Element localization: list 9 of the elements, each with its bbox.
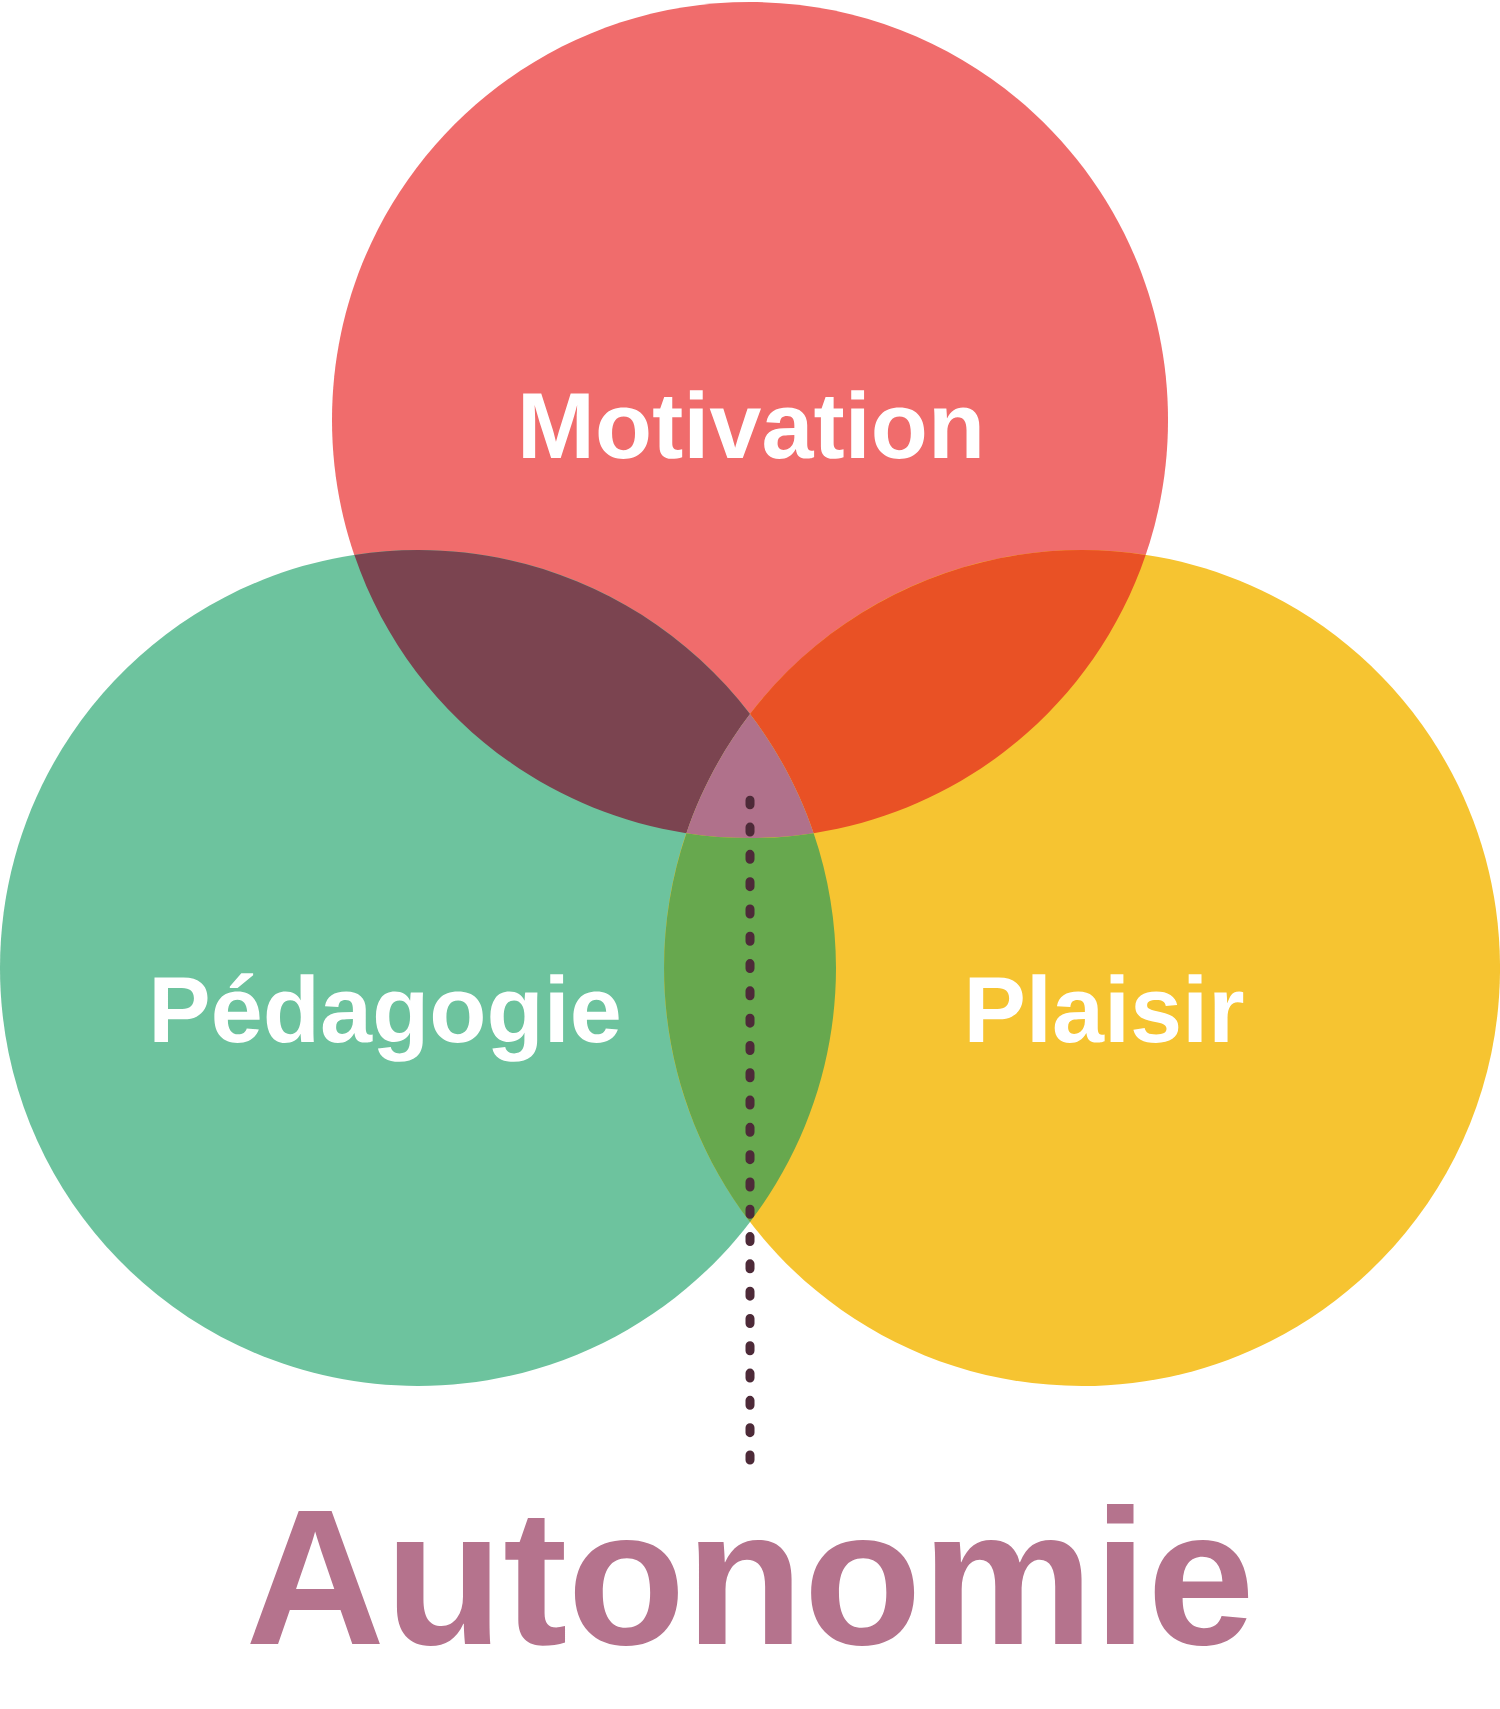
leader-line	[745, 795, 755, 1465]
overlap-region	[686, 714, 814, 838]
overlap-region	[664, 833, 836, 1222]
callout-label: Autonomie	[250, 1503, 1249, 1646]
overlap-region	[354, 550, 750, 834]
overlap-region	[750, 550, 1146, 834]
circle-label: Motivation	[523, 390, 980, 459]
circle-label: Plaisir	[969, 974, 1244, 1043]
circle-label: Pédagogie	[154, 973, 619, 1062]
